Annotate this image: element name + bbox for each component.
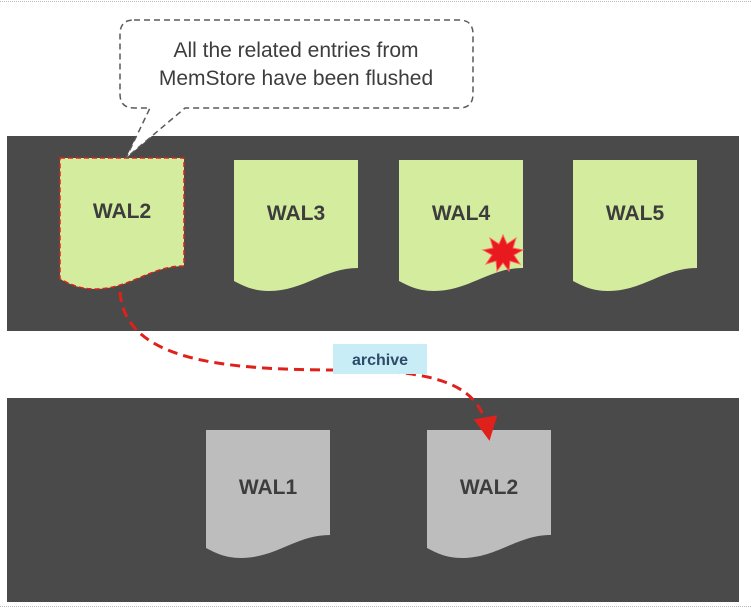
archived-wal-panel — [7, 398, 739, 602]
callout-bubble: All the related entries from MemStore ha… — [119, 19, 474, 159]
wal-doc-label: WAL2 — [460, 476, 518, 499]
wal-doc-label: WAL4 — [432, 202, 491, 225]
wal-doc-flushed: WAL2 — [59, 157, 185, 290]
archive-tag: archive — [333, 344, 427, 374]
wal-doc-error: WAL4 — [399, 160, 525, 291]
explosion-burst-icon — [481, 233, 525, 273]
archive-arrow — [118, 291, 498, 441]
archived-wal-doc: WAL1 — [206, 430, 330, 558]
archive-label: archive — [352, 352, 408, 369]
callout-line-1: All the related entries from — [173, 39, 418, 62]
wal-doc-label: WAL5 — [606, 202, 665, 225]
archived-wal-doc: WAL2 — [427, 430, 551, 558]
wal-doc-label: WAL3 — [267, 202, 325, 225]
callout-line-2: MemStore have been flushed — [159, 67, 433, 90]
wal-doc-label: WAL1 — [239, 476, 298, 499]
wal-doc-active: WAL5 — [573, 160, 697, 291]
bottom-border — [0, 606, 751, 607]
wal-doc-label: WAL2 — [93, 200, 151, 223]
top-border — [0, 1, 751, 2]
wal-doc-active: WAL3 — [234, 160, 358, 291]
